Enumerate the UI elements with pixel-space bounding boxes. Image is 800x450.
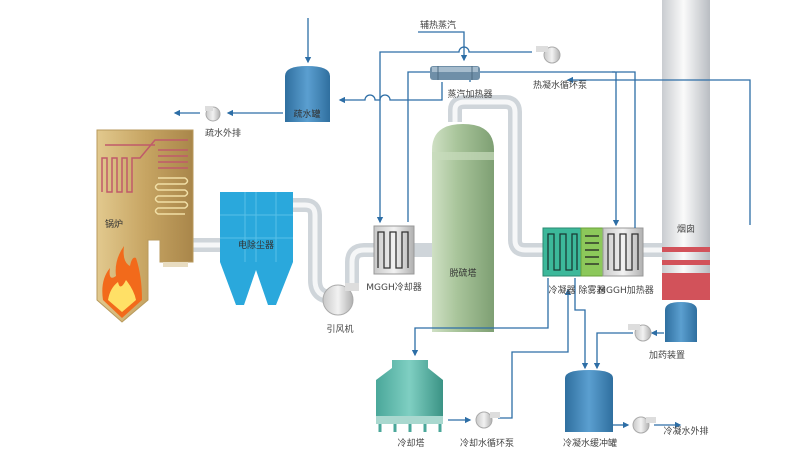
label-condenser: 冷凝器 [548, 286, 576, 296]
label-drain-tank: 疏水罐 [293, 110, 321, 120]
label-cooling-pump: 冷却水循环泵 [459, 439, 515, 449]
electrostatic-precipitator [220, 192, 293, 305]
label-condensate-discharge: 冷凝水外排 [663, 427, 709, 437]
dosing-pump [628, 324, 652, 342]
label-mggh-cooler: MGGH冷却器 [366, 283, 422, 293]
demister [580, 227, 604, 277]
label-boiler: 锅炉 [104, 220, 124, 230]
label-steam-heater: 蒸汽加热器 [447, 90, 493, 100]
steam-heater [430, 66, 480, 80]
label-demister: 除雾器 [578, 286, 606, 296]
label-aux-steam: 辅热蒸汽 [419, 21, 457, 31]
flame-core-icon [108, 280, 136, 312]
label-id-fan: 引风机 [326, 325, 354, 335]
induced-draft-fan [322, 283, 359, 316]
hot-condensate-pump [536, 46, 561, 64]
absorber-tower [432, 124, 494, 332]
condensate-discharge-pump [632, 416, 656, 434]
mggh-heater [602, 227, 644, 277]
drain-tank [285, 66, 330, 122]
label-cooling-tower: 冷却塔 [397, 439, 425, 449]
label-buffer-tank: 冷凝水缓冲罐 [562, 439, 618, 449]
cooling-water-pump [475, 411, 500, 429]
chimney [662, 0, 710, 300]
flue-gas-duct-highlight [193, 99, 662, 300]
cooling-tower [376, 360, 443, 432]
dosing-tank [665, 302, 697, 342]
label-absorber: 脱硫塔 [449, 269, 477, 279]
mggh-cooler [373, 225, 415, 275]
label-chimney: 烟囱 [676, 225, 696, 235]
label-dosing: 加药装置 [648, 351, 686, 361]
condenser [542, 227, 582, 277]
boiler [96, 129, 194, 323]
condensate-buffer-tank [565, 370, 613, 432]
label-esp: 电除尘器 [237, 241, 275, 251]
water-lines [173, 18, 751, 429]
label-mggh-heater: MGGH加热器 [598, 286, 654, 296]
label-drain-discharge: 疏水外排 [204, 129, 242, 139]
label-hot-condensate-pump: 热凝水循环泵 [532, 81, 588, 91]
drain-pump [205, 106, 221, 122]
